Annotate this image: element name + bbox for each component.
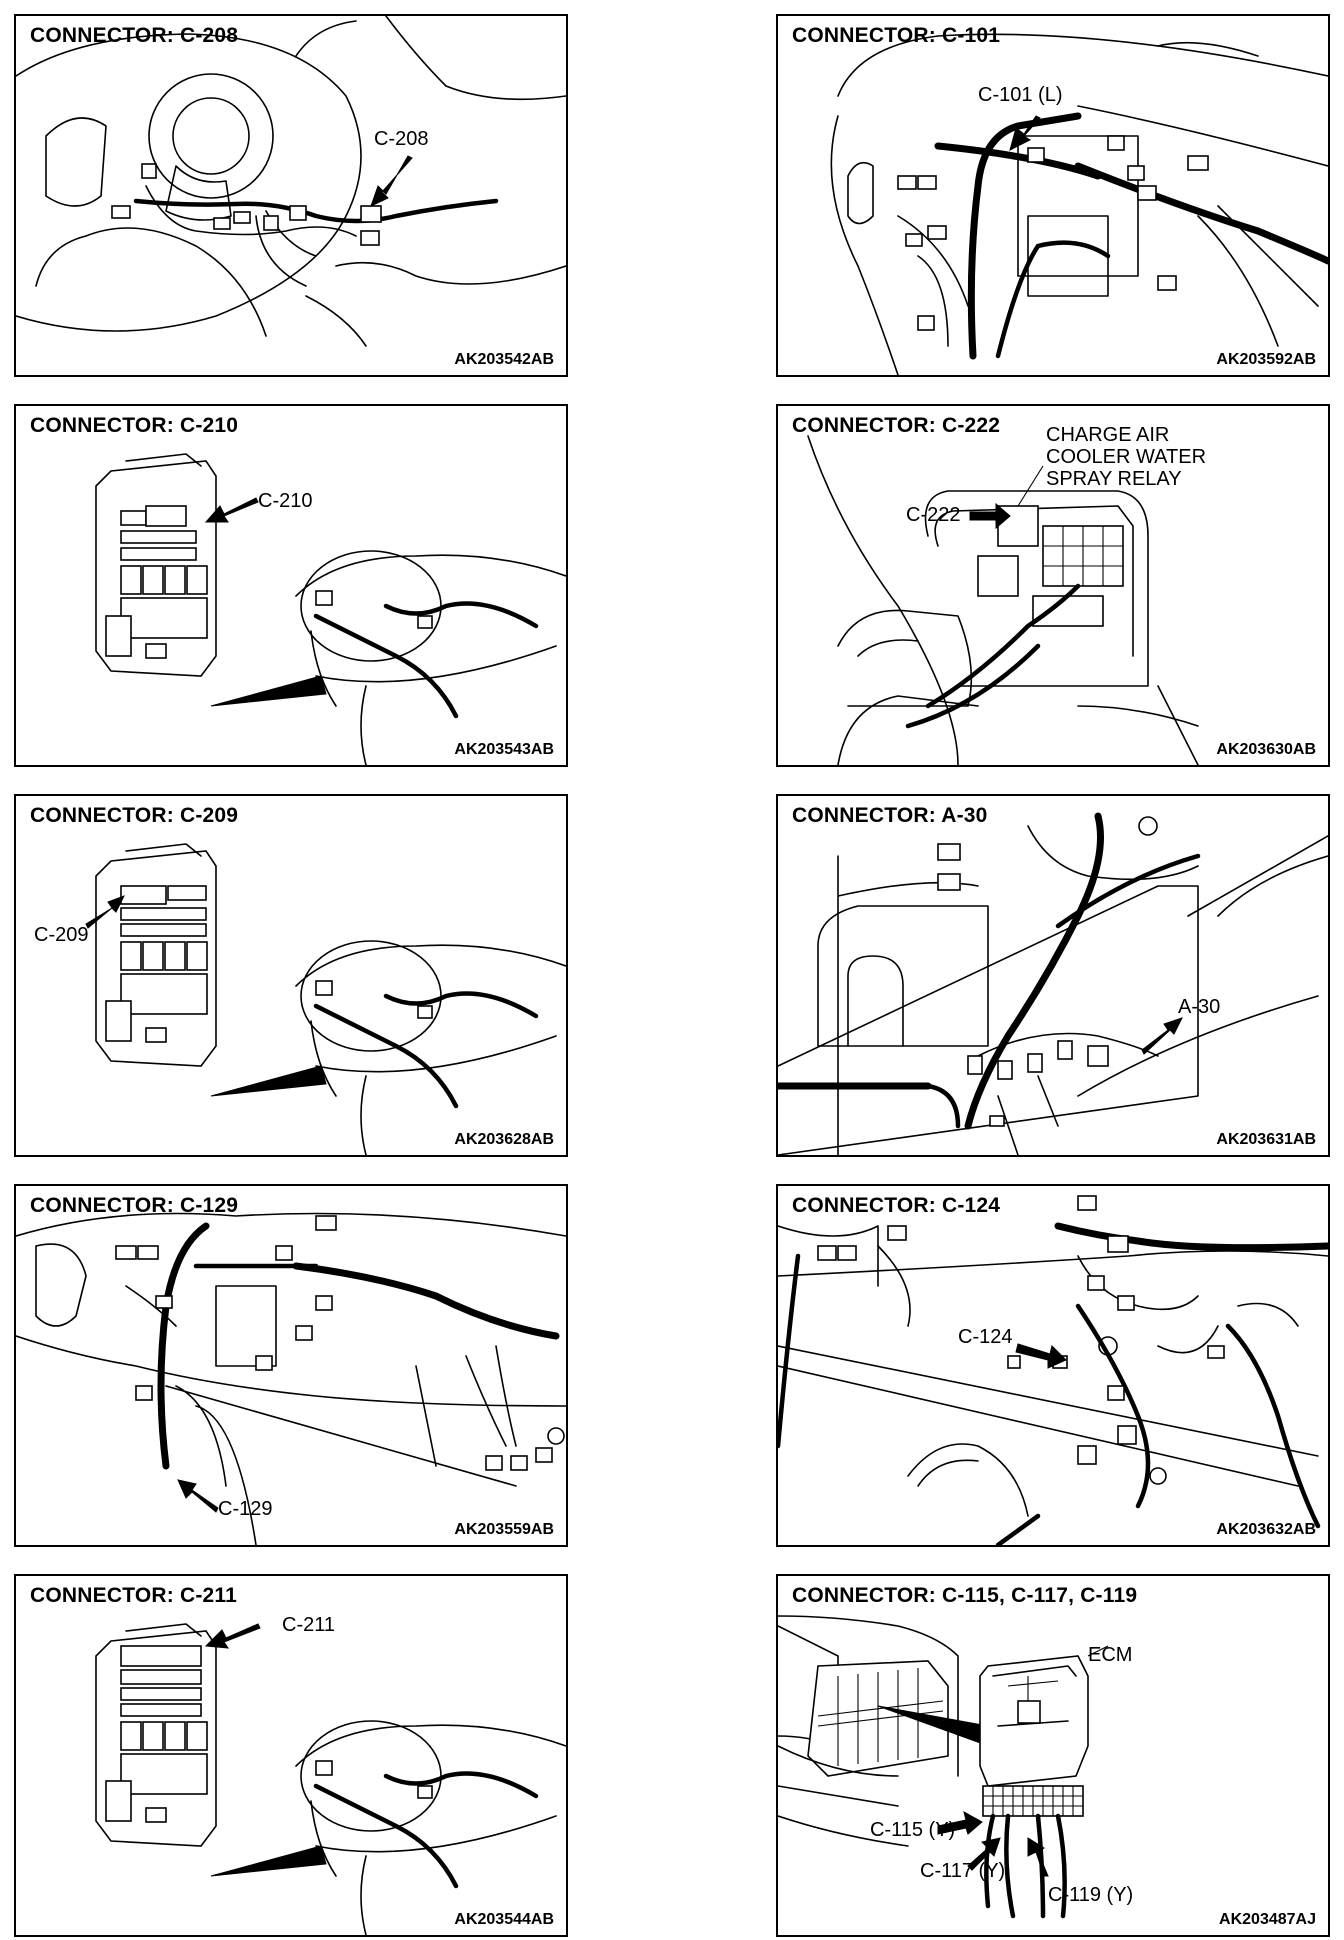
panel-c129: CONNECTOR: C-129 C-129 AK203559AB bbox=[14, 1184, 568, 1547]
callout-label: C-119 (Y) bbox=[1048, 1884, 1134, 1906]
panel-title: CONNECTOR: C-124 bbox=[792, 1194, 1001, 1217]
panel-c222: CONNECTOR: C-222 CHARGE AIR COOLER WATER… bbox=[776, 404, 1330, 767]
callout-label: C-124 bbox=[958, 1326, 1013, 1348]
panel-title: CONNECTOR: C-211 bbox=[30, 1584, 238, 1607]
callout-label: COOLER WATER bbox=[1046, 446, 1207, 468]
figure-code: AK203543AB bbox=[454, 741, 554, 758]
illustration-a30 bbox=[778, 812, 1328, 1155]
panel-title: CONNECTOR: C-101 bbox=[792, 24, 1001, 47]
panel-title: CONNECTOR: A-30 bbox=[792, 804, 988, 827]
callout-label: SPRAY RELAY bbox=[1046, 468, 1182, 490]
illustration-c101 bbox=[830, 33, 1328, 375]
callout-label: C-211 bbox=[282, 1614, 335, 1636]
callout-label: C-208 bbox=[374, 128, 429, 150]
callout-label: C-209 bbox=[34, 924, 89, 946]
illustration-c208 bbox=[16, 16, 566, 347]
illustration-c129 bbox=[16, 1212, 566, 1545]
illustration-c209 bbox=[85, 843, 566, 1155]
panel-c115-c117-c119: CONNECTOR: C-115, C-117, C-119 ECM C-115… bbox=[776, 1574, 1330, 1937]
panel-c208: CONNECTOR: C-208 C-208 AK203542AB bbox=[14, 14, 568, 377]
illustration-ecm bbox=[778, 1615, 1109, 1919]
panel-a30: CONNECTOR: A-30 A-30 AK203631AB bbox=[776, 794, 1330, 1157]
figure-code: AK203487AJ bbox=[1219, 1911, 1316, 1928]
callout-label: CHARGE AIR bbox=[1046, 424, 1170, 446]
figure-code: AK203631AB bbox=[1216, 1131, 1316, 1148]
panel-c124: CONNECTOR: C-124 C-124 AK203632AB bbox=[776, 1184, 1330, 1547]
callout-label: C-210 bbox=[258, 490, 313, 512]
figure-code: AK203544AB bbox=[454, 1911, 554, 1928]
illustration-c210 bbox=[95, 453, 566, 765]
callout-label: C-101 (L) bbox=[978, 84, 1063, 106]
figure-code: AK203559AB bbox=[454, 1521, 554, 1538]
figure-code: AK203628AB bbox=[454, 1131, 554, 1148]
figure-code: AK203632AB bbox=[1216, 1521, 1316, 1538]
callout-label: A-30 bbox=[1178, 996, 1221, 1018]
callout-label: C-222 bbox=[906, 504, 961, 526]
panel-title: CONNECTOR: C-129 bbox=[30, 1194, 239, 1217]
panel-title: CONNECTOR: C-208 bbox=[30, 24, 239, 47]
panel-title: CONNECTOR: C-209 bbox=[30, 804, 239, 827]
panel-c209: CONNECTOR: C-209 C-209 AK203628AB bbox=[14, 794, 568, 1157]
panel-title: CONNECTOR: C-222 bbox=[792, 414, 1001, 437]
figure-code: AK203542AB bbox=[454, 351, 554, 368]
illustration-c222 bbox=[807, 435, 1199, 765]
callout-label: C-117 (Y) bbox=[920, 1860, 1006, 1882]
illustration-c124 bbox=[778, 1195, 1328, 1545]
callout-label: ECM bbox=[1088, 1644, 1133, 1666]
panel-title: CONNECTOR: C-115, C-117, C-119 bbox=[792, 1584, 1138, 1607]
panel-title: CONNECTOR: C-210 bbox=[30, 414, 239, 437]
arrow-icon bbox=[204, 497, 259, 523]
panel-c211: CONNECTOR: C-211 C-211 AK203544AB bbox=[14, 1574, 568, 1937]
figure-code: AK203592AB bbox=[1216, 351, 1316, 368]
illustration-c211 bbox=[95, 1623, 566, 1935]
callout-label: C-129 bbox=[218, 1498, 273, 1520]
panel-c101: CONNECTOR: C-101 C-101 (L) AK203592AB bbox=[776, 14, 1330, 377]
panel-c210: CONNECTOR: C-210 C-210 AK203543AB bbox=[14, 404, 568, 767]
callout-label: C-115 (Y) bbox=[870, 1819, 956, 1841]
figure-code: AK203630AB bbox=[1216, 741, 1316, 758]
